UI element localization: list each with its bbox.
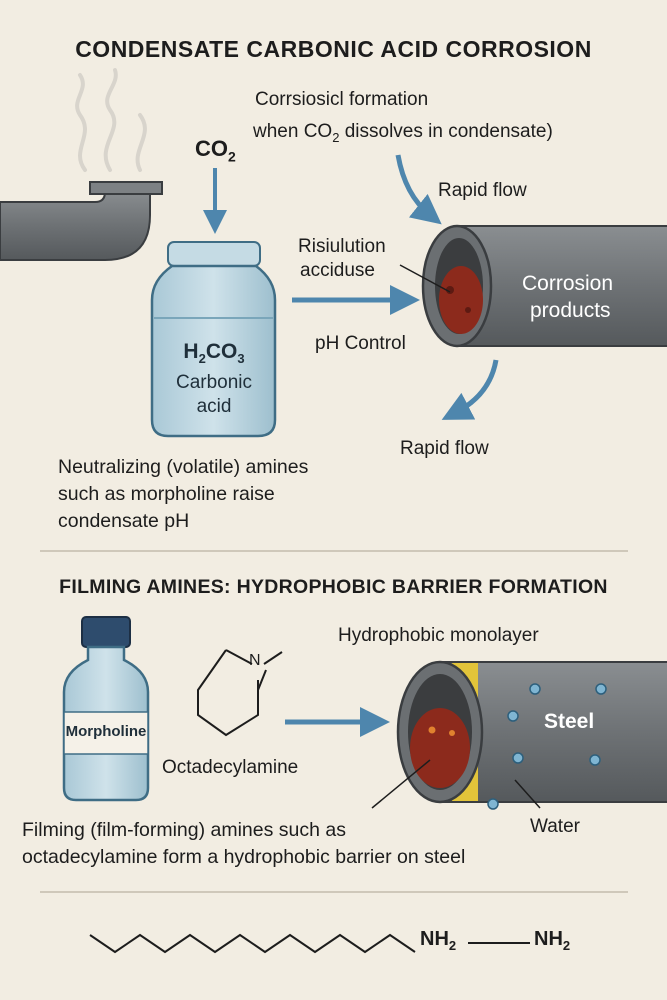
caption-line: Filming (film-forming) amines such as <box>22 819 346 841</box>
caption-line: octadecylamine form a hydrophobic barrie… <box>22 846 466 868</box>
bottle-label: Morpholine <box>65 723 147 740</box>
morpholine-ring-structure <box>197 649 283 737</box>
section1-caption: Neutralizing (volatile) amines such as m… <box>58 454 308 535</box>
formation-line2: when CO2 dissolves in condensate) <box>253 121 553 145</box>
caption-line: condensate pH <box>58 510 190 532</box>
jar-carbonic: Carbonic <box>175 372 253 393</box>
carbonic-acid-jar <box>150 241 277 438</box>
risiulution-label: Risiulution <box>298 236 386 257</box>
octadecylamine-label: Octadecylamine <box>162 757 299 778</box>
amine-group-1: NH2 <box>420 928 457 953</box>
jar-acid: acid <box>196 396 232 417</box>
amine-group-2: NH2 <box>534 928 571 953</box>
formation-line1: Corrsiosicl formation <box>255 89 429 110</box>
morpholine-bottle <box>62 616 150 802</box>
corrosion-products-2: products <box>530 299 611 322</box>
section2-title: FILMING AMINES: HYDROPHOBIC BARRIER FORM… <box>59 576 608 598</box>
water-droplets <box>487 683 607 810</box>
rapid-flow-top: Rapid flow <box>438 180 527 201</box>
jar-formula: H2CO3 <box>183 340 245 367</box>
rust-deposit <box>439 266 483 334</box>
steel-label: Steel <box>544 710 595 733</box>
rapid-flow-bottom: Rapid flow <box>400 438 489 459</box>
caption-line: Neutralizing (volatile) amines <box>58 456 309 478</box>
monolayer-label: Hydrophobic monolayer <box>338 625 539 646</box>
ring-nitrogen: N <box>249 652 261 669</box>
caption-line: such as morpholine raise <box>58 483 275 505</box>
flow-arrow-bottom <box>441 359 499 420</box>
corroded-pipe <box>421 224 667 348</box>
flow-arrow <box>395 154 442 225</box>
alkyl-chain <box>89 933 416 954</box>
ph-control-label: pH Control <box>315 333 406 354</box>
steam-pipe <box>0 181 163 261</box>
co2-label: CO2 <box>195 136 236 165</box>
acciduse-label: acciduse <box>300 260 375 281</box>
water-label: Water <box>530 816 580 837</box>
steam-icon <box>75 68 147 172</box>
section2-caption: Filming (film-forming) amines such as oc… <box>22 817 465 871</box>
section1-title: CONDENSATE CARBONIC ACID CORROSION <box>75 36 592 62</box>
steel-pipe <box>396 660 667 804</box>
corrosion-products-1: Corrosion <box>522 272 614 295</box>
